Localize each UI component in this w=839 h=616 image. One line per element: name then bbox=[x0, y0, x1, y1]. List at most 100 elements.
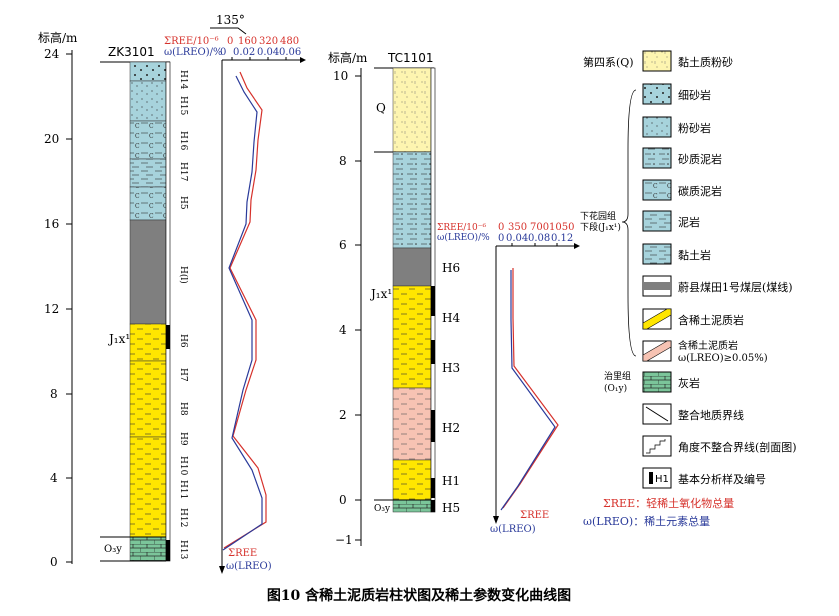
legend-label: 整合地质界线 bbox=[678, 408, 744, 422]
left-curve-arrow bbox=[219, 566, 225, 574]
right-sample-labels: H6 H4 H3 H2 H1 H5 bbox=[442, 261, 460, 515]
legend-swatch-carbon-mudstone bbox=[642, 179, 672, 201]
sample-label: H12 bbox=[178, 508, 188, 527]
left-ree-legend: ΣREE bbox=[228, 548, 257, 559]
sample-label: H10 bbox=[178, 456, 188, 476]
legend: 第四系(Q) 黏土质粉砂 下花园组 下段(J₁x¹) 细砂岩 粉砂岩 砂质泥岩 … bbox=[580, 50, 797, 528]
left-lreo-ticks: 0 0.02 0.04 0.06 bbox=[220, 47, 301, 58]
left-lreo-axis-label: ω(LREO)/% bbox=[164, 47, 223, 58]
legend-lower-group-line2: 下段(J₁x¹) bbox=[580, 221, 621, 233]
left-tick-label: 24 bbox=[44, 47, 60, 61]
strike-label: 135° bbox=[216, 13, 245, 27]
left-ree-mudstone-layer bbox=[129, 436, 167, 538]
legend-label: 基本分析样及编号 bbox=[678, 472, 766, 486]
sample-label: H6 bbox=[178, 334, 188, 348]
legend-swatch-ree-mudstone-high bbox=[642, 340, 672, 362]
legend-label: 灰岩 bbox=[678, 376, 700, 390]
legend-swatch-claystone bbox=[642, 243, 672, 265]
right-axis-label: 标高/m bbox=[328, 50, 368, 65]
sample-label: H9 bbox=[178, 432, 188, 446]
sample-label: H3 bbox=[442, 361, 460, 375]
right-ree-ticks: 0 350 700 1050 bbox=[498, 222, 574, 233]
legend-swatch-sandy-mudstone bbox=[642, 147, 672, 169]
lreo-tick: 0.04 bbox=[506, 233, 528, 244]
left-tick-label: 8 bbox=[50, 387, 58, 401]
right-q-label: Q bbox=[376, 101, 386, 115]
right-ree-legend: ΣREE bbox=[520, 510, 549, 521]
legend-brace bbox=[621, 89, 637, 357]
sample-label: H7 bbox=[178, 368, 188, 382]
right-lreo-ticks: 0 0.04 0.08 0.12 bbox=[498, 233, 573, 244]
lreo-tick: 0.04 bbox=[257, 47, 279, 58]
legend-swatch-unconformable bbox=[642, 435, 672, 457]
sample-label: H15 bbox=[178, 96, 188, 116]
legend-label: 黏土岩 bbox=[678, 248, 711, 262]
left-curve-axis-ticks bbox=[231, 57, 287, 60]
ree-tick: 160 bbox=[238, 36, 257, 47]
legend-swatch-ree-mudstone bbox=[642, 308, 672, 330]
legend-swatch-sample: H1 bbox=[642, 467, 672, 489]
legend-quaternary-group: 第四系(Q) bbox=[583, 55, 634, 69]
sample-label: H6 bbox=[442, 261, 460, 275]
sample-label: H8 bbox=[178, 402, 188, 416]
sample-label: H5 bbox=[442, 501, 460, 515]
left-sample-bar bbox=[165, 61, 171, 562]
figure-caption: 图10 含稀土泥质岩柱状图及稀土参数变化曲线图 bbox=[267, 587, 571, 604]
sample-label: H11 bbox=[178, 480, 188, 499]
legend-swatch-siltstone bbox=[642, 116, 672, 138]
left-ree-axis-label: ΣREE/10⁻⁶ bbox=[164, 36, 219, 47]
left-tick-label: 12 bbox=[44, 302, 59, 316]
left-borehole-name: ZK3101 bbox=[108, 45, 155, 59]
right-tick-label: 10 bbox=[333, 69, 348, 83]
legend-swatch-fine-sandstone bbox=[642, 83, 672, 105]
right-lreo-axis-label: ω(LREO)/% bbox=[437, 232, 490, 243]
sample-label: H5 bbox=[178, 196, 188, 210]
legend-label: 砂质泥岩 bbox=[678, 152, 722, 166]
legend-label: 细砂岩 bbox=[678, 88, 711, 102]
ree-tick: 0 bbox=[498, 222, 504, 233]
left-base-label: O₃y bbox=[104, 544, 122, 555]
left-lreo-legend: ω(LREO) bbox=[226, 561, 272, 572]
right-ree-mudstone-layer bbox=[392, 459, 432, 501]
legend-sample-box: H1 bbox=[655, 474, 669, 485]
left-mudstone-layer bbox=[129, 158, 167, 188]
right-axis-ticks: 10 8 6 4 2 0 −1 bbox=[333, 69, 361, 547]
left-ree-ticks: 0 160 320 480 bbox=[227, 36, 299, 47]
ree-tick: 700 bbox=[530, 222, 549, 233]
right-quaternary-layer bbox=[392, 67, 432, 153]
right-limestone-layer bbox=[392, 499, 432, 513]
legend-lreo-desc: ω(LREO)：稀土元素总量 bbox=[583, 514, 710, 528]
ree-tick: 0 bbox=[227, 36, 233, 47]
legend-zhili-group-line1: 治里组 bbox=[604, 370, 631, 382]
legend-ree-desc: ΣREE：轻稀土氧化物总量 bbox=[603, 496, 734, 510]
ree-tick: 350 bbox=[508, 222, 527, 233]
left-column: 标高/m ZK3101 24 20 16 12 8 4 0 bbox=[38, 13, 306, 574]
right-borehole-name: TC1101 bbox=[387, 51, 434, 65]
left-carbon-mudstone-layer bbox=[129, 186, 167, 221]
legend-swatch-conformable bbox=[642, 403, 672, 425]
sample-label: H14 bbox=[178, 70, 188, 90]
legend-lower-group-line1: 下花园组 bbox=[580, 210, 616, 222]
right-tick-label: 0 bbox=[339, 493, 347, 507]
left-tick-label: 4 bbox=[50, 471, 58, 485]
left-lreo-curve bbox=[222, 75, 263, 551]
right-tick-label: 2 bbox=[339, 408, 347, 422]
left-formation-label: J₁x¹ bbox=[107, 332, 130, 346]
left-carbon-mudstone-layer bbox=[129, 120, 167, 160]
legend-swatch-coal bbox=[642, 275, 672, 297]
left-fine-sandstone-layer bbox=[129, 61, 167, 82]
right-ree-mudstone-layer bbox=[392, 285, 432, 389]
ree-tick: 1050 bbox=[549, 222, 574, 233]
lreo-tick: 0 bbox=[220, 47, 226, 58]
lreo-tick: 0.06 bbox=[279, 47, 301, 58]
sample-label: H4 bbox=[442, 311, 460, 325]
right-base-label: O₃y bbox=[374, 504, 391, 514]
right-sample-bar bbox=[430, 67, 436, 513]
ree-tick: 480 bbox=[280, 36, 299, 47]
lreo-tick: 0.08 bbox=[528, 233, 550, 244]
legend-label: 黏土质粉砂 bbox=[678, 55, 733, 69]
left-tick-label: 0 bbox=[50, 555, 58, 569]
left-curve-axis-arrow bbox=[300, 57, 306, 63]
legend-label: 含稀土泥质岩 bbox=[678, 313, 744, 327]
